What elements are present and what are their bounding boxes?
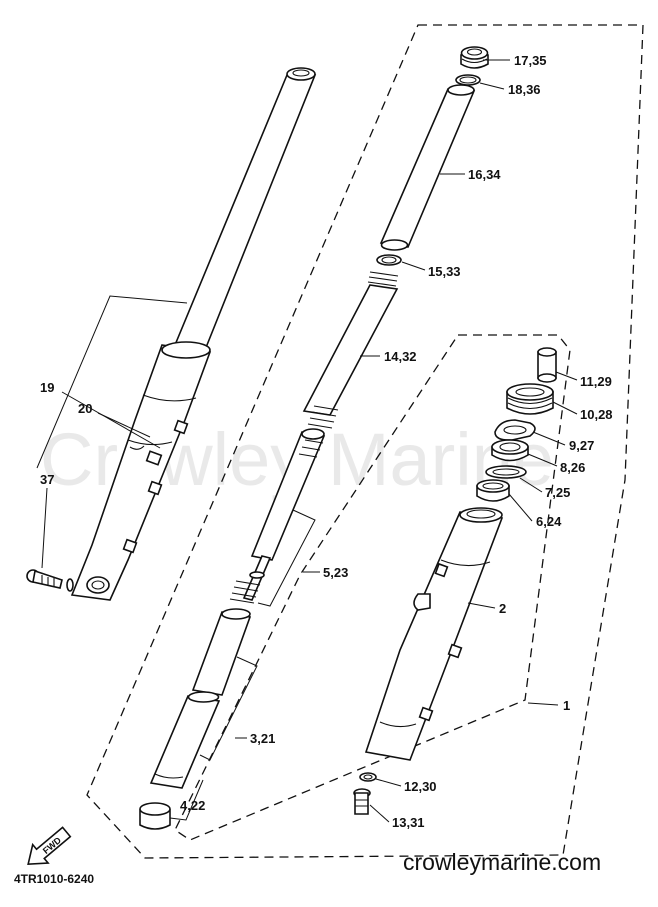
washer-12[interactable] [359,772,377,782]
callout-15-33: 15,33 [428,264,461,279]
callout-18-36: 18,36 [508,82,541,97]
callout-17-35: 17,35 [514,53,547,68]
diagram-code: 4TR1010-6240 [14,872,94,886]
fork-spring-14[interactable] [302,271,399,429]
washer-37 [66,578,74,592]
callout-16-34: 16,34 [468,167,501,182]
callout-5-23: 5,23 [323,565,348,580]
callout-10-28: 10,28 [580,407,613,422]
outer-tube-subassembly-boundary [174,334,571,841]
forward-direction-arrow: FWD [27,826,72,865]
outer-fork-leg[interactable] [70,341,212,601]
callout-14-32: 14,32 [384,349,417,364]
circlip-9[interactable] [494,419,536,441]
inner-fork-tube[interactable] [173,67,317,351]
oil-seal-10[interactable] [506,383,554,415]
bushing-11[interactable] [537,347,557,383]
damper-rod-5[interactable] [242,428,326,601]
callout-1: 1 [563,698,570,713]
callout-4-22: 4,22 [180,798,205,813]
callout-12-30: 12,30 [404,779,437,794]
slide-bushing-3[interactable] [191,608,252,696]
callout-19: 19 [40,380,54,395]
washer-7[interactable] [485,465,527,479]
callout-3-21: 3,21 [250,731,275,746]
rebound-spring-5[interactable] [229,580,261,604]
callout-37: 37 [40,472,54,487]
callout-7-25: 7,25 [545,485,570,500]
bolt-13[interactable] [353,788,371,815]
callout-13-31: 13,31 [392,815,425,830]
washer-8[interactable] [491,439,529,462]
bolt-37[interactable] [26,569,63,589]
website-label: crowleymarine.com [403,849,601,875]
fork-cap-17[interactable] [460,46,489,69]
bushing-6[interactable] [476,479,510,502]
spring-seat-15[interactable] [376,254,402,266]
callout-2: 2 [499,601,506,616]
spacer-tube-16[interactable] [379,84,476,251]
callout-11-29: 11,29 [580,374,612,389]
callout-8-26: 8,26 [560,460,585,475]
fork-assembly-boundary [86,24,644,859]
outer-tube-2[interactable] [364,507,504,761]
oil-lock-piece-4[interactable] [139,802,171,830]
callout-9-27: 9,27 [569,438,594,453]
callout-20: 20 [78,401,92,416]
damper-cylinder-3[interactable] [149,691,221,789]
o-ring-18[interactable] [455,74,481,86]
callout-6-24: 6,24 [536,514,562,529]
